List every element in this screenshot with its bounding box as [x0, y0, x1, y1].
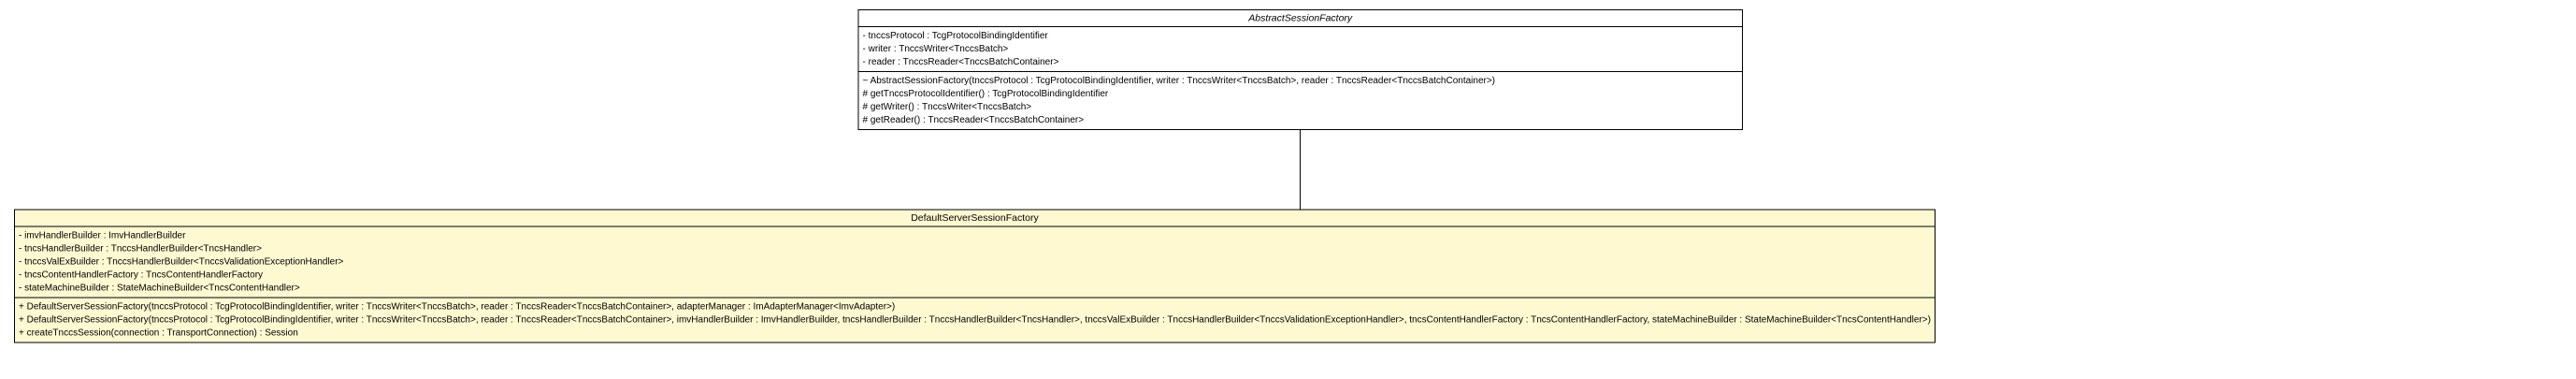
- operation: # getWriter() : TnccsWriter<TnccsBatch>: [862, 101, 1032, 112]
- attribute: - tncsContentHandlerFactory : TncsConten…: [19, 270, 264, 280]
- operation: + createTnccsSession(connection : Transp…: [19, 328, 298, 338]
- attributes-compartment: - tnccsProtocol : TcgProtocolBindingIden…: [858, 26, 1742, 71]
- derived-class-box[interactable]: DefaultServerSessionFactory - imvHandler…: [14, 209, 1936, 343]
- attribute: - tnccsProtocol : TcgProtocolBindingIden…: [862, 30, 1048, 41]
- class-name: DefaultServerSessionFactory: [911, 212, 1039, 224]
- operation: # getReader() : TnccsReader<TnccsBatchCo…: [862, 114, 1085, 125]
- attribute: - writer : TnccsWriter<TnccsBatch>: [862, 43, 1009, 54]
- operations-compartment: + DefaultServerSessionFactory(tnccsProto…: [15, 297, 1935, 343]
- operation: + DefaultServerSessionFactory(tnccsProto…: [19, 314, 1931, 325]
- attribute: - imvHandlerBuilder : ImvHandlerBuilder: [19, 230, 186, 241]
- operation: + DefaultServerSessionFactory(tnccsProto…: [19, 301, 896, 312]
- attribute: - stateMachineBuilder : StateMachineBuil…: [19, 283, 300, 293]
- operation: # getTnccsProtocolIdentifier() : TcgProt…: [862, 88, 1109, 99]
- attributes-compartment: - imvHandlerBuilder : ImvHandlerBuilder …: [15, 226, 1935, 298]
- attribute: - reader : TnccsReader<TnccsBatchContain…: [862, 56, 1059, 67]
- attribute: - tncsHandlerBuilder : TnccsHandlerBuild…: [19, 243, 262, 254]
- class-name: AbstractSessionFactory: [1248, 12, 1353, 24]
- operations-compartment: ~ AbstractSessionFactory(tnccsProtocol :…: [858, 71, 1742, 129]
- attribute: - tnccsValExBuilder : TnccsHandlerBuilde…: [19, 256, 344, 267]
- operation: ~ AbstractSessionFactory(tnccsProtocol :…: [862, 75, 1496, 86]
- abstract-class-box[interactable]: AbstractSessionFactory - tnccsProtocol :…: [857, 9, 1743, 130]
